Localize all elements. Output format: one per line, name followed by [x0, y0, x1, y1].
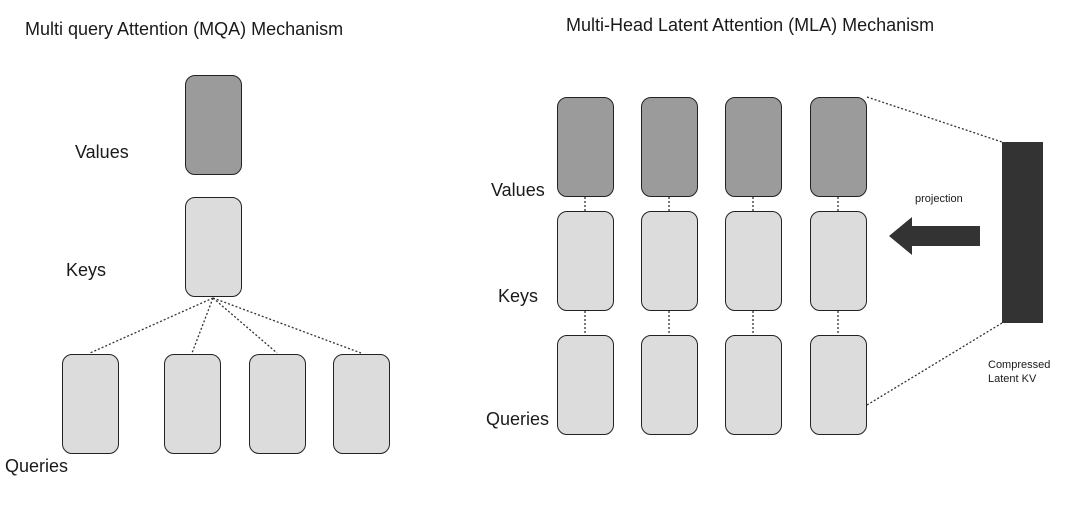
- mqa-value-head: [185, 75, 242, 175]
- mqa-connector-2: [191, 297, 214, 354]
- mla-query-head-1: [557, 335, 614, 435]
- mqa-connector-1: [89, 297, 214, 354]
- mla-value-head-2: [641, 97, 698, 197]
- mla-key-head-2: [641, 211, 698, 311]
- mqa-queries-label: Queries: [5, 456, 69, 476]
- mqa-query-head-2: [164, 354, 221, 454]
- mqa-title: Multi query Attention (MQA) Mechanism: [25, 19, 344, 39]
- mla-query-head-2: [641, 335, 698, 435]
- mla-value-head-3: [725, 97, 782, 197]
- mla-title: Multi-Head Latent Attention (MLA) Mechan…: [566, 15, 935, 35]
- mla-query-head-3: [725, 335, 782, 435]
- mqa-keys-label: Keys: [66, 260, 107, 280]
- mqa-query-head-1: [62, 354, 119, 454]
- mla-key-head-4: [810, 211, 867, 311]
- mla-value-head-4: [810, 97, 867, 197]
- compressed-latent-kv-bar: [1002, 142, 1043, 323]
- latent-label: Compressed Latent KV: [988, 359, 1051, 385]
- mqa-query-head-3: [249, 354, 306, 454]
- mla-query-head-4: [810, 335, 867, 435]
- mla-queries-label: Queries: [486, 409, 550, 429]
- mla-values-label: Values: [491, 180, 545, 200]
- mqa-key-head: [185, 197, 242, 297]
- mla-key-head-3: [725, 211, 782, 311]
- mla-key-head-1: [557, 211, 614, 311]
- mqa-values-label: Values: [75, 142, 129, 162]
- mla-keys-label: Keys: [498, 286, 539, 306]
- mla-value-head-1: [557, 97, 614, 197]
- mqa-query-head-4: [333, 354, 390, 454]
- projection-label: projection: [915, 193, 963, 205]
